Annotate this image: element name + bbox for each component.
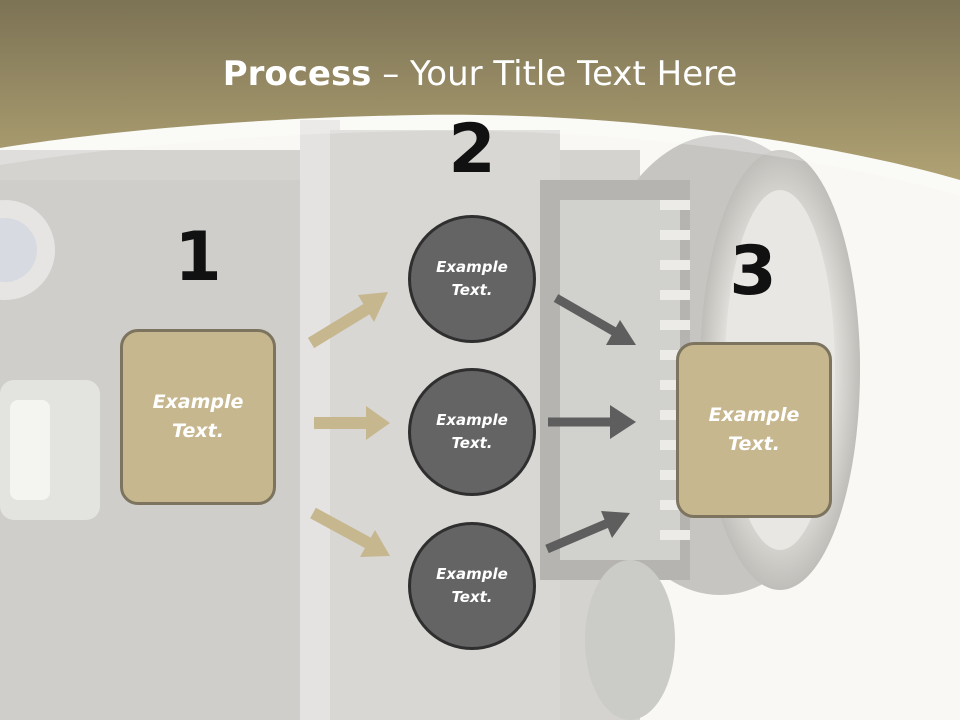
step-3-text-line2: Text. [728, 433, 780, 455]
arrow-circle2-to-box3 [548, 405, 636, 439]
step-3-box: Example Text. [676, 342, 832, 518]
step-1-text-line1: Example [152, 391, 244, 413]
circle-1-text-line2: Text. [451, 281, 493, 299]
step-number-3: 3 [729, 232, 777, 311]
slide-title: Process – Your Title Text Here [0, 52, 960, 96]
arrow-box1-to-circle3 [310, 507, 390, 557]
step-number-1: 1 [174, 218, 222, 297]
arrow-circle3-to-box3 [545, 511, 630, 554]
arrow-circle1-to-box3 [553, 294, 636, 345]
step-3-text-line1: Example [708, 404, 800, 426]
step-2-circle-top: Example Text. [408, 215, 536, 343]
title-bold: Process [222, 54, 372, 94]
step-1-text-line2: Text. [172, 420, 224, 442]
arrow-box1-to-circle2 [314, 406, 390, 440]
circle-3-text-line1: Example [436, 565, 508, 583]
step-number-2: 2 [448, 110, 496, 189]
step-2-circle-middle: Example Text. [408, 368, 536, 496]
circle-3-text-line2: Text. [451, 588, 493, 606]
arrow-box1-to-circle1 [307, 292, 388, 349]
circle-1-text-line1: Example [436, 258, 508, 276]
circle-2-text-line1: Example [436, 411, 508, 429]
title-rest: – Your Title Text Here [371, 54, 738, 94]
step-1-box: Example Text. [120, 329, 276, 505]
step-2-circle-bottom: Example Text. [408, 522, 536, 650]
circle-2-text-line2: Text. [451, 434, 493, 452]
